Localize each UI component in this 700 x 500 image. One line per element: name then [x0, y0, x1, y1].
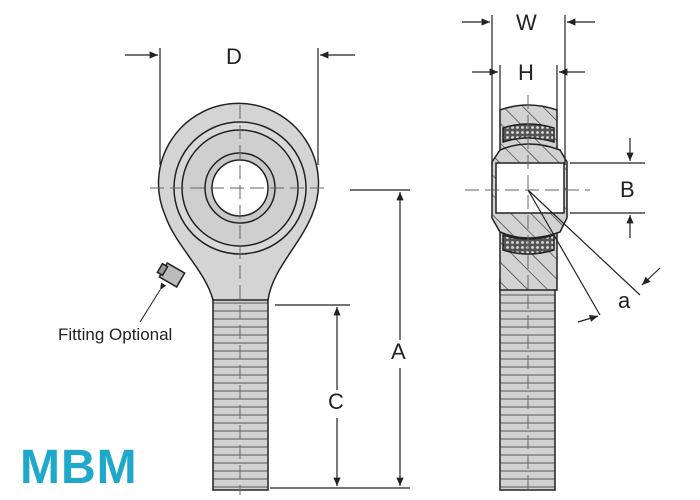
model-logo: MBM — [20, 441, 138, 494]
front-dimensions — [125, 48, 410, 489]
dim-angle-label: a — [618, 288, 631, 313]
dim-w-label: W — [516, 10, 537, 35]
grease-fitting — [156, 262, 186, 288]
side-dimensions — [462, 15, 661, 323]
fitting-optional-note: Fitting Optional — [58, 325, 173, 344]
dim-b-label: B — [620, 177, 635, 202]
front-view — [139, 102, 330, 495]
side-view — [465, 95, 590, 495]
dim-a-label: A — [391, 339, 406, 364]
dim-c-label: C — [328, 389, 344, 414]
dim-h-label: H — [518, 60, 534, 85]
dim-d-label: D — [226, 44, 242, 69]
